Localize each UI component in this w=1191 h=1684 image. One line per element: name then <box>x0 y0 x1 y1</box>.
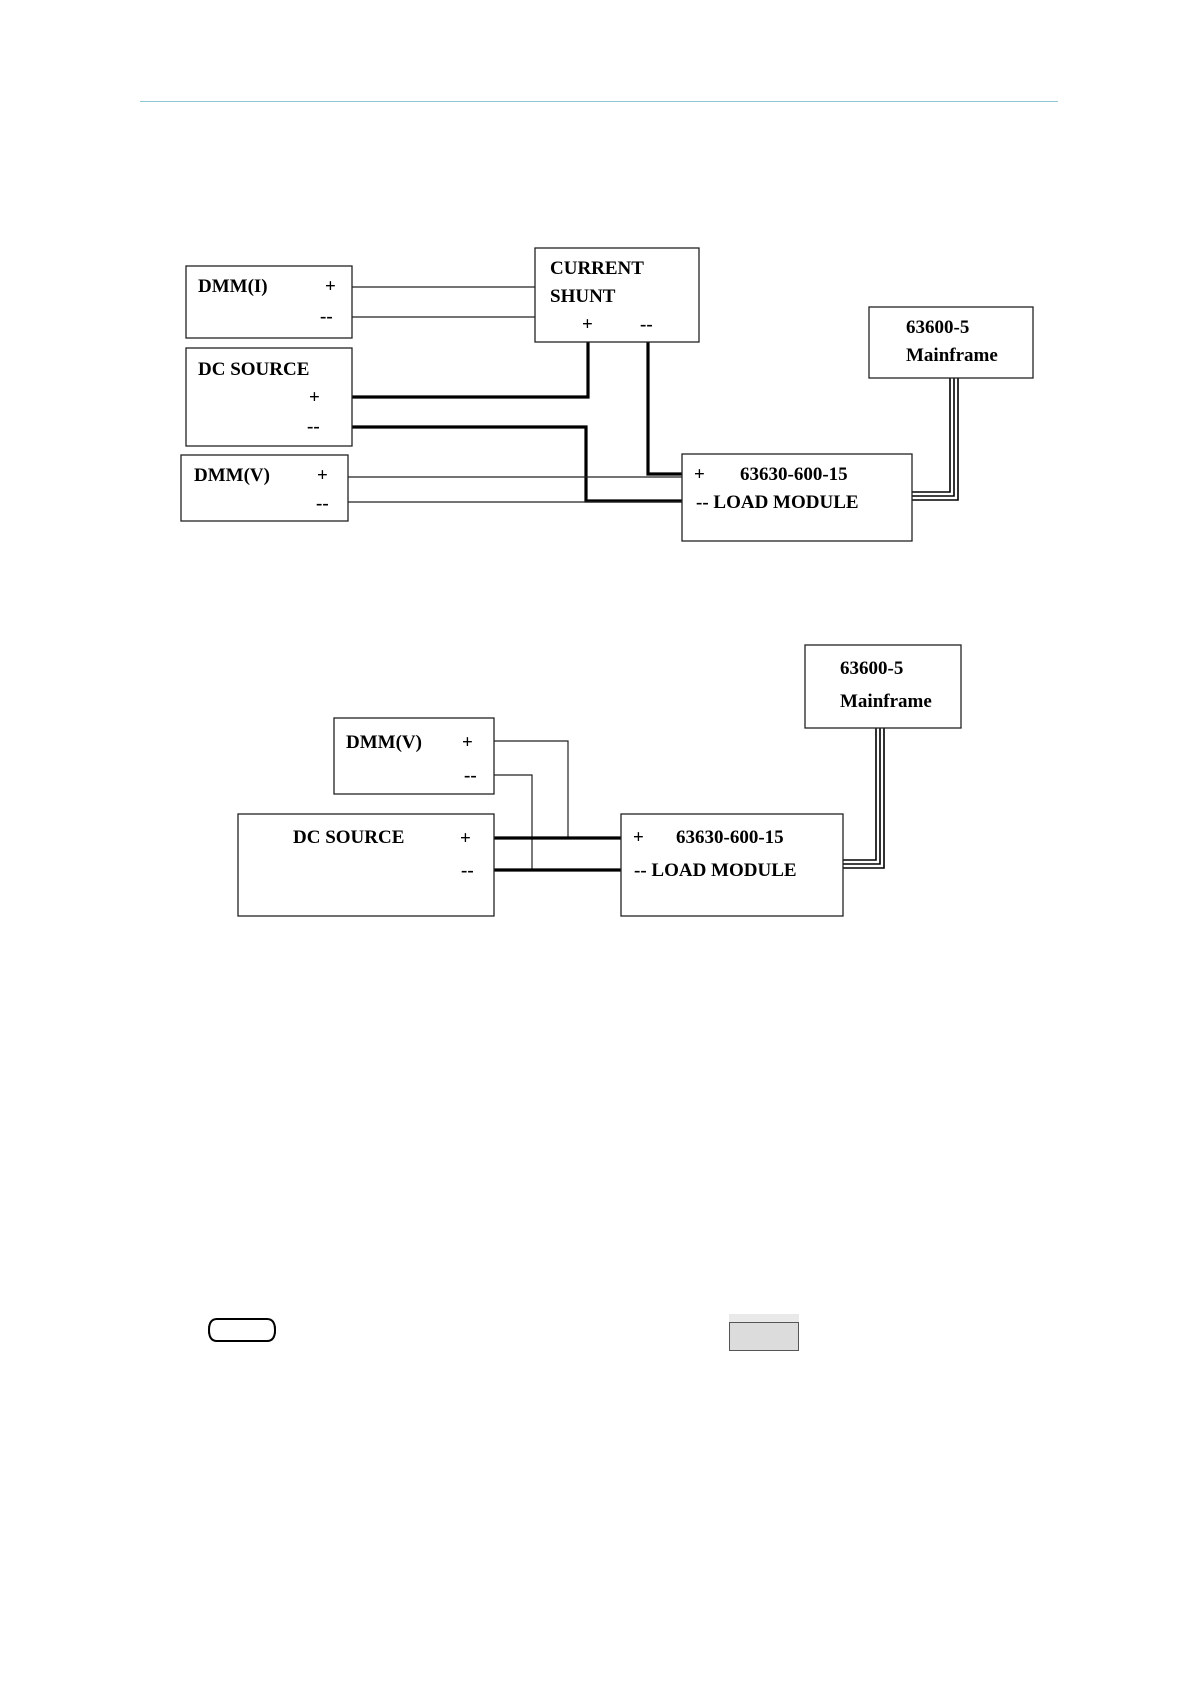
dmm-v-plus: + <box>317 465 328 486</box>
mainframe-1-line1: 63600-5 <box>906 317 969 338</box>
dmm-i-plus: + <box>325 276 336 297</box>
dmm-i-box: DMM(I) + -- <box>186 266 352 338</box>
rounded-key-icon[interactable] <box>207 1317 277 1343</box>
diagram-2: DMM(V) + -- DC SOURCE + -- 63600-5 Mainf… <box>238 645 961 916</box>
dc-source-plus: + <box>309 387 320 408</box>
dc-source2-plus: + <box>460 828 471 849</box>
wire2-dmm-v-minus <box>494 775 532 870</box>
current-shunt-box: CURRENT SHUNT + -- <box>535 248 699 342</box>
dmm-v-label: DMM(V) <box>194 465 270 486</box>
softkey-face <box>729 1322 799 1351</box>
mainframe-box-1: 63600-5 Mainframe <box>869 307 1033 378</box>
load-module-box-2: + 63630-600-15 -- LOAD MODULE <box>621 814 843 916</box>
mainframe-2-line1: 63600-5 <box>840 658 903 679</box>
dc-source-label: DC SOURCE <box>198 359 309 380</box>
dmm-i-label: DMM(I) <box>198 276 268 297</box>
bus-cable-1 <box>912 378 958 500</box>
bus-cable-2 <box>843 728 884 868</box>
dmm-v2-label: DMM(V) <box>346 732 422 753</box>
wire-source-plus <box>352 342 588 397</box>
dmm-v2-plus: + <box>462 732 473 753</box>
load-2-minus-label: -- LOAD MODULE <box>634 860 797 881</box>
dmm-v-minus: -- <box>316 493 329 514</box>
load-2-model: 63630-600-15 <box>676 827 784 848</box>
mainframe-2-line2: Mainframe <box>840 691 932 712</box>
load-module-box-1: + 63630-600-15 -- LOAD MODULE <box>682 454 912 541</box>
wire-shunt-minus <box>648 342 682 474</box>
dc-source-minus: -- <box>307 416 320 437</box>
shunt-label-line1: CURRENT <box>550 258 644 279</box>
dc-source-box: DC SOURCE + -- <box>186 348 352 446</box>
mainframe-box-2: 63600-5 Mainframe <box>805 645 961 728</box>
dmm-v-box-2: DMM(V) + -- <box>334 718 494 794</box>
shunt-label-line2: SHUNT <box>550 286 616 307</box>
load-1-minus-label: -- LOAD MODULE <box>696 492 859 513</box>
wire-source-minus <box>352 427 682 501</box>
load-1-model: 63630-600-15 <box>740 464 848 485</box>
dmm-v2-minus: -- <box>464 765 477 786</box>
shunt-minus: -- <box>640 314 653 335</box>
shunt-plus: + <box>582 314 593 335</box>
dc-source-box-2: DC SOURCE + -- <box>238 814 494 916</box>
load-2-plus: + <box>633 827 644 848</box>
dmm-v-box: DMM(V) + -- <box>181 455 348 521</box>
wire2-dmm-v-plus <box>494 741 568 838</box>
dmm-i-minus: -- <box>320 306 333 327</box>
dc-source2-minus: -- <box>461 860 474 881</box>
softkey-icon[interactable] <box>729 1314 799 1350</box>
diagram-1: DMM(I) + -- DC SOURCE + -- DMM(V) + -- C… <box>181 248 1033 541</box>
dc-source2-label: DC SOURCE <box>293 827 404 848</box>
load-1-plus: + <box>694 464 705 485</box>
softkey-top-edge <box>729 1314 799 1322</box>
mainframe-1-line2: Mainframe <box>906 345 998 366</box>
